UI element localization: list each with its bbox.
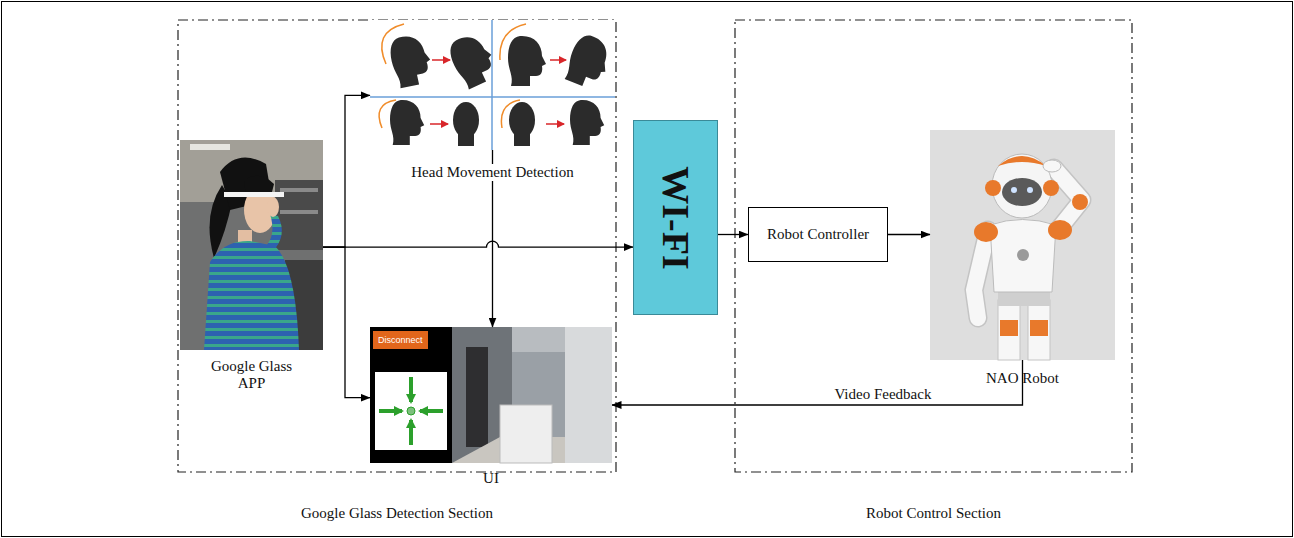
- picture-node: Head Movement Detection: [370, 20, 615, 150]
- picture-node: NAO Robot: [930, 130, 1115, 360]
- nao-robot-picture-part: [1017, 249, 1029, 261]
- nao-robot-picture-part: [1002, 178, 1042, 206]
- head-movement-figure-part: [458, 132, 474, 146]
- head-movement-figure-part: [570, 100, 604, 145]
- section-title: Google Glass Detection Section: [178, 505, 616, 522]
- ui-screenshot: [370, 327, 612, 463]
- picture-caption: Head Movement Detection: [408, 164, 576, 181]
- head-movement-figure-part: [370, 20, 615, 150]
- ui-screenshot-part: [379, 409, 402, 413]
- nao-robot-picture-part: [1011, 187, 1017, 193]
- box-label: Robot Controller: [767, 226, 869, 243]
- ui-button-label: Disconnect: [373, 331, 428, 349]
- nao-robot-picture-part: [974, 230, 988, 318]
- connector-arrow: [323, 241, 633, 247]
- nao-robot-picture-part: [1027, 187, 1033, 193]
- nao-robot-picture-part: [1000, 320, 1018, 336]
- nao-robot-picture-part: [990, 220, 1056, 293]
- head-movement-figure-part: [550, 59, 566, 61]
- nao-robot-picture-part: [1043, 160, 1061, 172]
- nao-robot-picture-part: [998, 300, 1020, 360]
- user-photo-part: [280, 188, 318, 192]
- ui-screenshot-part: [500, 405, 552, 463]
- section-region: Robot Control SectionRobot ControllerNAO…: [735, 20, 1132, 472]
- nao-robot-picture-part: [998, 156, 1046, 166]
- picture-caption: NAO Robot: [963, 370, 1083, 387]
- picture-node: UIDisconnect: [370, 327, 612, 463]
- process-box: Robot Controller: [748, 207, 888, 262]
- picture-caption: Google Glass APP: [197, 358, 307, 393]
- connector-arrow: [612, 360, 1023, 405]
- connector-arrow: [888, 234, 930, 235]
- nao-robot-picture-part: [1028, 300, 1050, 360]
- user-photo-part: [280, 210, 318, 214]
- nao-robot-picture-part: [974, 222, 998, 242]
- ui-screenshot-part: [565, 327, 612, 463]
- user-photo-part: [190, 144, 230, 150]
- ui-screenshot-part: [420, 409, 443, 413]
- connector-arrow: [323, 95, 370, 247]
- head-movement-figure-part: [390, 100, 424, 145]
- nao-robot-picture-part: [992, 154, 1052, 218]
- ui-screenshot-part: [370, 327, 612, 463]
- user-photo-part: [264, 214, 282, 252]
- edge-label: Video Feedback: [832, 386, 933, 403]
- user-photo-part: [275, 180, 323, 250]
- nao-robot-picture-part: [1030, 320, 1048, 336]
- wifi-label: WI-FI: [657, 166, 695, 269]
- connector-arrow: [323, 247, 370, 398]
- head-movement-figure-part: [387, 32, 435, 89]
- user-photo-part: [204, 241, 299, 350]
- ui-screenshot-part: [409, 377, 413, 402]
- head-movement-figure-part: [445, 29, 501, 90]
- head-movement-figure-part: [514, 132, 530, 146]
- nao-robot-picture-part: [1043, 180, 1059, 196]
- section-outline: [735, 20, 1132, 472]
- ui-screenshot-part: [375, 372, 447, 450]
- ui-screenshot-part: [409, 420, 413, 445]
- wifi-block: WI-FI: [633, 120, 718, 315]
- ui-screenshot-part: [407, 407, 415, 415]
- user-photo-part: [224, 192, 284, 197]
- section-title: Robot Control Section: [735, 505, 1132, 522]
- nao-robot-picture-part: [1048, 220, 1072, 240]
- user-photo: [180, 140, 323, 350]
- connector-arrow: [718, 234, 748, 235]
- head-movement-figure: [370, 20, 616, 150]
- section-outline: [178, 20, 616, 472]
- user-photo-part: [180, 140, 323, 350]
- head-movement-figure-part: [430, 123, 448, 125]
- section-region: Google Glass Detection SectionGoogle Gla…: [178, 20, 616, 472]
- user-photo-part: [267, 197, 279, 217]
- ui-screenshot-part: [452, 327, 612, 463]
- head-movement-figure-part: [508, 36, 546, 86]
- head-movement-figure-part: [562, 31, 616, 92]
- ui-screenshot-part: [512, 327, 565, 352]
- picture-caption: UI: [461, 470, 521, 487]
- nao-robot-picture-part: [985, 180, 1001, 196]
- head-movement-figure-part: [432, 59, 450, 61]
- nao-robot-picture-part: [1072, 194, 1088, 210]
- head-movement-figure-part: [382, 24, 404, 64]
- nao-robot-picture: [930, 130, 1115, 360]
- picture-node: Google Glass APP: [180, 140, 323, 350]
- head-movement-figure-part: [491, 20, 493, 150]
- nao-robot-picture-part: [974, 230, 988, 318]
- head-movement-figure-part: [546, 123, 564, 125]
- nao-robot-picture-part: [930, 130, 1115, 360]
- ui-screenshot-part: [466, 347, 488, 447]
